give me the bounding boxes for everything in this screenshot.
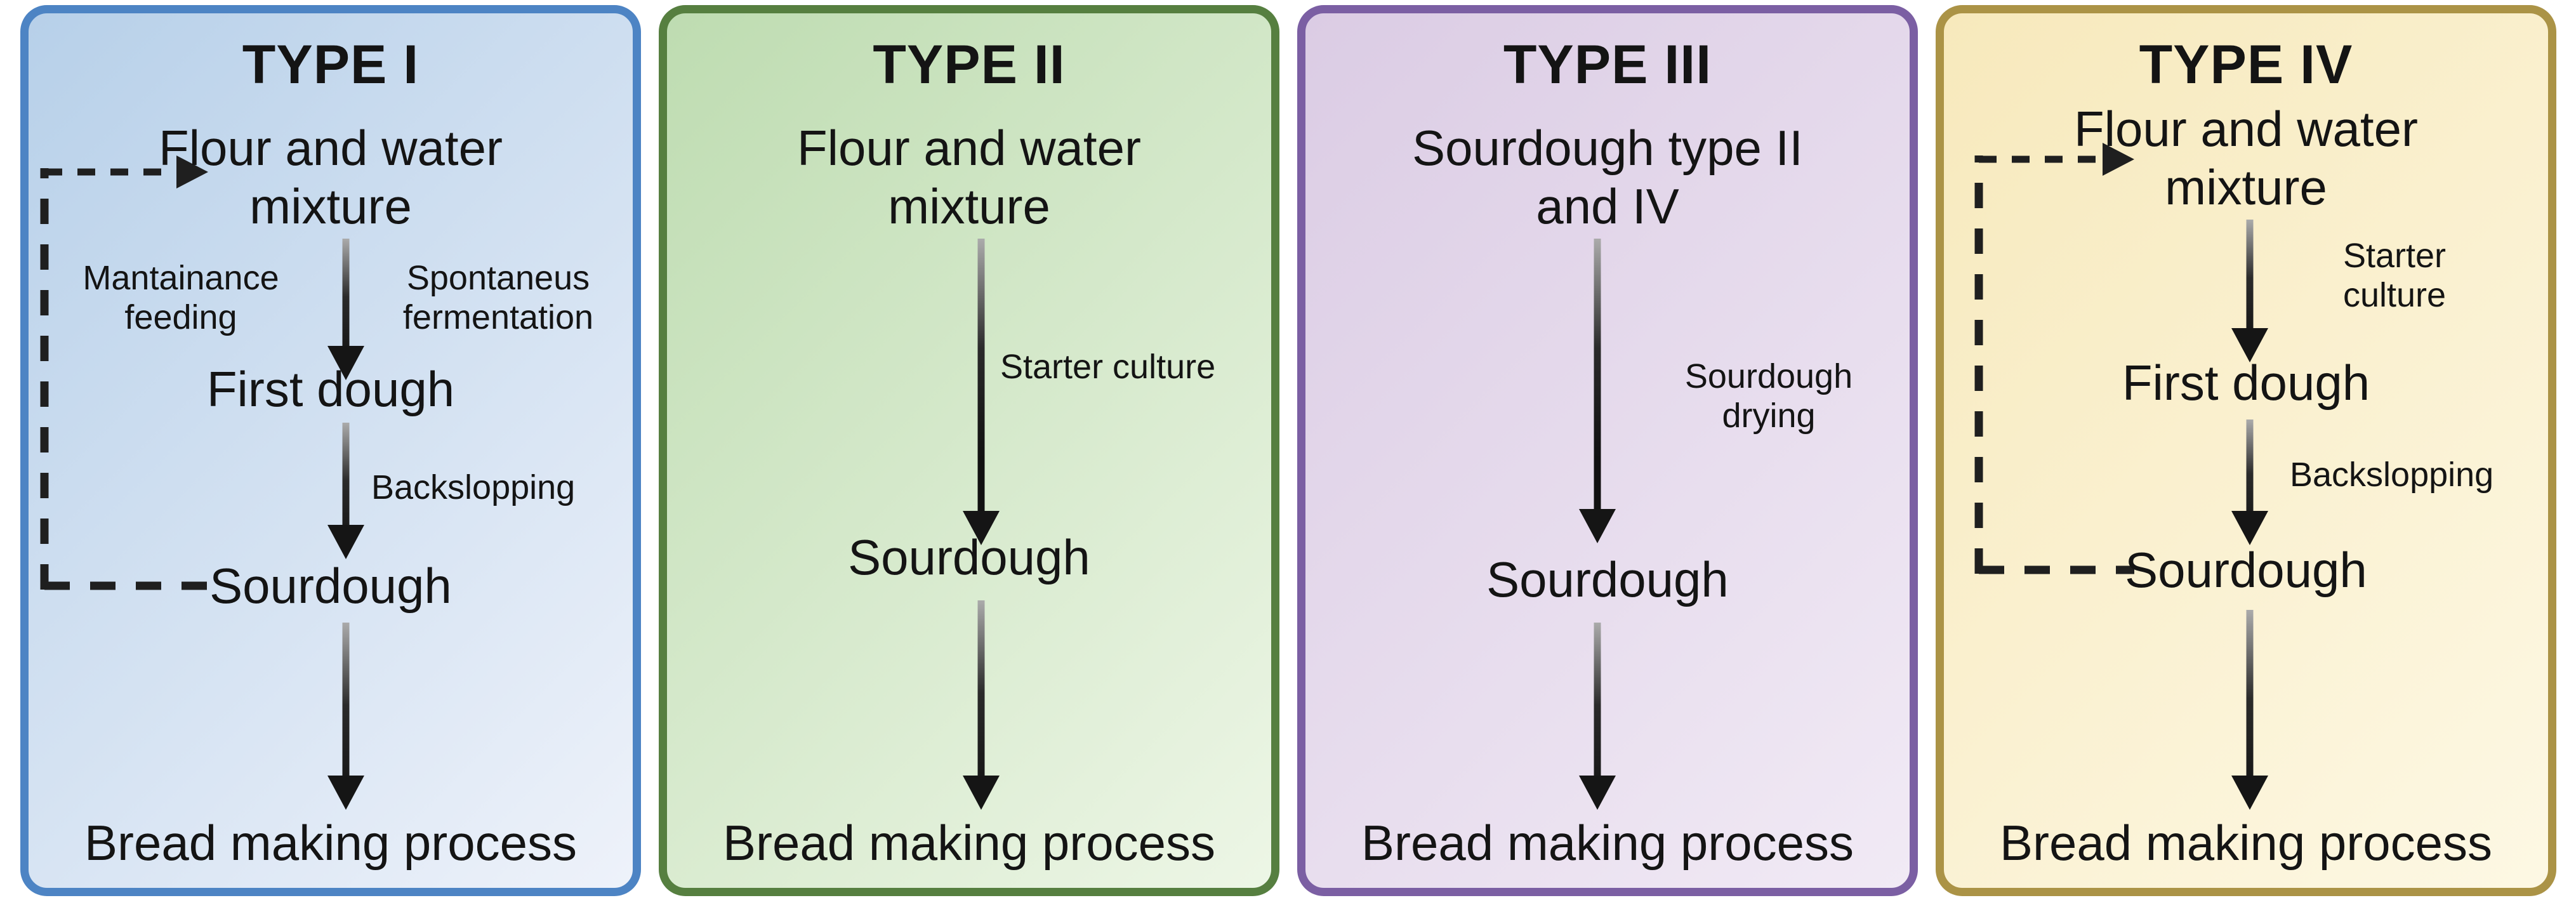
node-flour-water-mixture: Flour and water mixture: [159, 120, 503, 234]
dashed-feedback-arrow: [1974, 143, 2134, 574]
arrow-first-dough-to-sourdough: [2231, 419, 2268, 545]
flow-arrows-type-2: [963, 239, 1000, 810]
arrow-sourdough-to-bread: [327, 623, 364, 810]
arrow-mixture-to-first-dough: [2231, 220, 2268, 362]
node-sourdough: Sourdough: [848, 529, 1090, 585]
node-sourdough: Sourdough: [2125, 542, 2367, 598]
panel-title: TYPE III: [1503, 34, 1712, 95]
panel-type-2: TYPE II Flour and water mixture Starter …: [659, 5, 1279, 896]
panel-type-3: TYPE III Sourdough type II and IV Sourdo…: [1297, 5, 1918, 896]
node-flour-water-mixture: Flour and water mixture: [2074, 101, 2418, 215]
arrow-sourdough-type-to-sourdough: [1579, 239, 1616, 543]
arrow-mixture-to-first-dough: [327, 239, 364, 380]
node-bread-making-process: Bread making process: [722, 815, 1216, 871]
node-bread-making-process: Bread making process: [84, 815, 578, 871]
arrow-sourdough-to-bread: [2231, 610, 2268, 810]
node-bread-making-process: Bread making process: [1999, 815, 2493, 871]
panel-title: TYPE II: [873, 34, 1066, 95]
panel-type-1: TYPE I Flour and water mixture Mantainan…: [20, 5, 641, 896]
node-sourdough-type-2-and-4: Sourdough type II and IV: [1412, 120, 1803, 234]
node-sourdough: Sourdough: [209, 558, 452, 614]
node-first-dough: First dough: [206, 361, 455, 417]
arrow-first-dough-to-sourdough: [327, 423, 364, 559]
label-starter-culture: Starter culture: [2342, 237, 2447, 314]
node-bread-making-process: Bread making process: [1361, 815, 1854, 871]
arrow-sourdough-to-bread: [963, 600, 1000, 810]
panel-type-4: TYPE IV Flour and water mixture Starter …: [1936, 5, 2556, 896]
label-spontaneous-fermentation: Spontaneus fermentation: [402, 259, 594, 336]
arrow-mixture-to-sourdough: [963, 239, 1000, 545]
panel-title: TYPE IV: [2139, 34, 2353, 95]
label-backslopping: Backslopping: [371, 468, 576, 506]
flow-arrows-type-1: [40, 155, 364, 810]
dashed-feedback-arrow: [40, 155, 208, 590]
arrow-sourdough-to-bread: [1579, 623, 1616, 810]
label-starter-culture: Starter culture: [1000, 348, 1216, 386]
node-flour-water-mixture: Flour and water mixture: [797, 120, 1141, 234]
label-maintenance-feeding: Mantainance feeding: [83, 259, 279, 336]
flow-arrows-type-4: [1974, 143, 2268, 810]
flow-arrows-type-3: [1579, 239, 1616, 810]
label-backslopping: Backslopping: [2290, 456, 2494, 494]
node-first-dough: First dough: [2122, 355, 2370, 411]
node-sourdough: Sourdough: [1486, 552, 1729, 607]
label-sourdough-drying: Sourdough drying: [1684, 357, 1853, 435]
panel-title: TYPE I: [242, 34, 419, 95]
